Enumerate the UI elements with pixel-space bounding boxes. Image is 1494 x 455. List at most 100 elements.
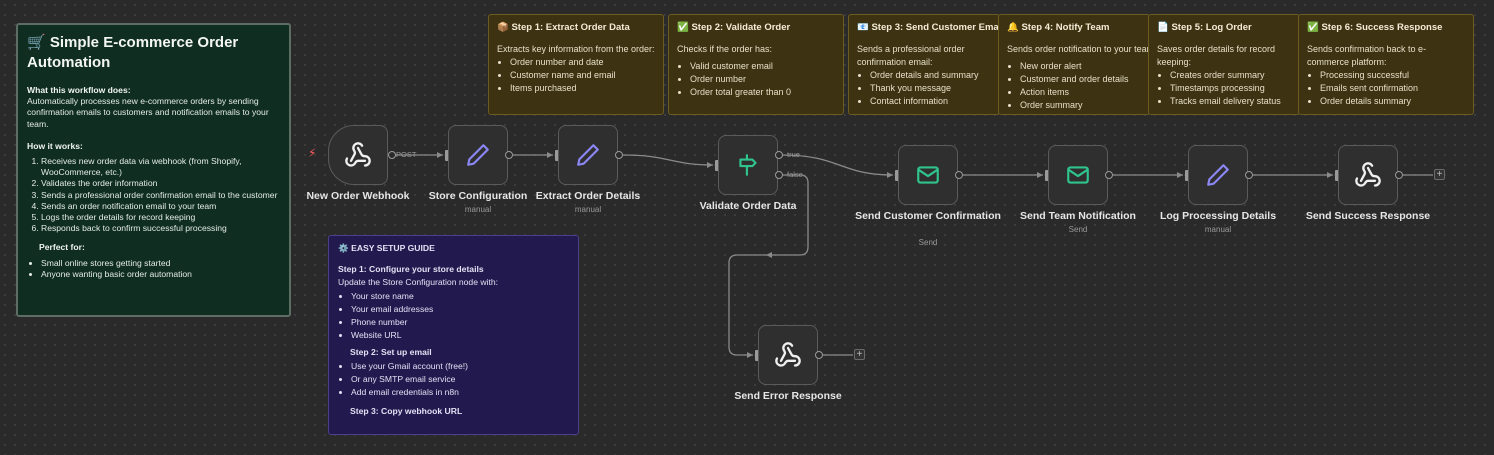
step-note-title: ✅ Step 6: Success Response	[1307, 22, 1443, 33]
envelope-icon	[1067, 166, 1089, 184]
output-handle[interactable]	[955, 171, 963, 179]
step-note-3[interactable]: 📧 Step 3: Send Customer Email Sends a pr…	[848, 14, 1000, 115]
node-send-customer-confirmation[interactable]	[898, 145, 958, 205]
how-heading: How it works:	[27, 140, 83, 151]
output-handle[interactable]	[815, 351, 823, 359]
main-description-note[interactable]: 🛒 Simple E-commerce Order Automation Wha…	[16, 23, 291, 317]
input-handle[interactable]	[445, 150, 449, 161]
add-node-plus-icon[interactable]: +	[1434, 169, 1445, 180]
step-note-1[interactable]: 📦 Step 1: Extract Order Data Extracts ke…	[488, 14, 664, 115]
list-item: Order details and summary	[870, 69, 991, 82]
list-item: Phone number	[351, 316, 569, 329]
output-handle[interactable]	[1245, 171, 1253, 179]
list-item: Thank you message	[870, 82, 991, 95]
input-handle[interactable]	[555, 150, 559, 161]
node-validate-order-data[interactable]	[718, 135, 778, 195]
setup-step2-heading: Step 2: Set up email	[350, 347, 432, 358]
node-store-configuration[interactable]	[448, 125, 508, 185]
list-item: Sends a professional order confirmation …	[41, 190, 280, 201]
list-item: Order details summary	[1320, 95, 1465, 108]
arrow-midpoint	[766, 252, 772, 258]
input-handle[interactable]	[895, 170, 899, 181]
step-note-intro: Sends a professional order confirmation …	[857, 44, 965, 67]
input-handle[interactable]	[1045, 170, 1049, 181]
step-note-intro: Saves order details for record keeping:	[1157, 44, 1276, 67]
pencil-icon	[577, 144, 599, 166]
input-handle[interactable]	[755, 350, 759, 361]
step-note-intro: Checks if the order has:	[677, 44, 773, 54]
output-handle[interactable]	[615, 151, 623, 159]
step-note-5[interactable]: 📄 Step 5: Log Order Saves order details …	[1148, 14, 1300, 115]
step-note-2[interactable]: ✅ Step 2: Validate Order Checks if the o…	[668, 14, 844, 115]
arrow-success	[1327, 172, 1333, 178]
how-steps-list: Receives new order data via webhook (fro…	[27, 156, 280, 234]
list-item: Anyone wanting basic order automation	[41, 269, 280, 280]
setup-step1-heading: Step 1: Configure your store details	[338, 264, 484, 275]
setup-guide-title: ⚙️ EASY SETUP GUIDE	[338, 243, 435, 253]
list-item: Emails sent confirmation	[1320, 82, 1465, 95]
node-sublabel: Send	[1068, 225, 1088, 234]
list-item: Creates order summary	[1170, 69, 1291, 82]
input-handle[interactable]	[715, 160, 719, 171]
step-note-title: 📦 Step 1: Extract Order Data	[497, 22, 630, 33]
trigger-bolt-icon: ⚡	[308, 146, 317, 160]
pencil-icon	[1207, 164, 1229, 186]
arrow-store	[437, 152, 443, 158]
step-note-6[interactable]: ✅ Step 6: Success Response Sends confirm…	[1298, 14, 1474, 115]
webhook-icon	[1355, 162, 1381, 187]
input-handle[interactable]	[1335, 170, 1339, 181]
list-item: Timestamps processing	[1170, 82, 1291, 95]
output-handle[interactable]	[1395, 171, 1403, 179]
list-item: Your email addresses	[351, 303, 569, 316]
wire-extract-to-validate	[622, 154, 714, 166]
node-extract-order-details[interactable]	[558, 125, 618, 185]
output-handle-true[interactable]	[775, 151, 783, 159]
node-new-order-webhook[interactable]	[328, 125, 388, 185]
step-note-4[interactable]: 🔔 Step 4: Notify Team Sends order notifi…	[998, 14, 1150, 115]
pencil-icon	[467, 144, 489, 166]
perfect-heading: Perfect for:	[39, 242, 85, 253]
node-label: Send Team Notification	[1020, 210, 1136, 222]
webhook-icon	[775, 342, 801, 367]
list-item: Order number and date	[510, 56, 655, 69]
what-text: Automatically processes new e-commerce o…	[27, 96, 269, 129]
input-handle[interactable]	[1185, 170, 1189, 181]
list-item: Validates the order information	[41, 178, 280, 189]
node-sublabel: manual	[464, 205, 492, 214]
step-note-intro: Sends order notification to your team:	[1007, 44, 1150, 54]
output-handle[interactable]	[505, 151, 513, 159]
node-label: Extract Order Details	[535, 190, 641, 202]
step-note-title: ✅ Step 2: Validate Order	[677, 22, 791, 33]
arrow-customer	[887, 172, 893, 178]
step-note-intro: Sends confirmation back to e-commerce pl…	[1307, 44, 1427, 67]
node-label: Validate Order Data	[699, 200, 797, 212]
output-handle[interactable]	[1105, 171, 1113, 179]
arrow-error	[747, 352, 753, 358]
node-send-team-notification[interactable]	[1048, 145, 1108, 205]
output-handle[interactable]	[388, 151, 396, 159]
setup-guide-note[interactable]: ⚙️ EASY SETUP GUIDE Step 1: Configure yo…	[328, 235, 579, 435]
add-node-plus-icon[interactable]: +	[854, 349, 865, 360]
signpost-icon	[739, 154, 757, 176]
step-note-title: 📄 Step 5: Log Order	[1157, 22, 1252, 33]
list-item: New order alert	[1020, 60, 1141, 73]
list-item: Or any SMTP email service	[351, 373, 569, 386]
webhook-icon	[345, 142, 371, 167]
output-handle-false[interactable]	[775, 171, 783, 179]
post-label: POST	[396, 150, 417, 159]
perfect-list: Small online stores getting started Anyo…	[27, 258, 280, 280]
main-note-title: 🛒 Simple E-commerce Order Automation	[27, 34, 239, 71]
list-item: Valid customer email	[690, 60, 835, 73]
setup-step3-heading: Step 3: Copy webhook URL	[350, 406, 463, 417]
false-label: false	[787, 170, 803, 179]
arrow-log	[1177, 172, 1183, 178]
node-send-success-response[interactable]	[1338, 145, 1398, 205]
list-item: Customer and order details	[1020, 73, 1141, 86]
node-log-processing-details[interactable]	[1188, 145, 1248, 205]
list-item: Website URL	[351, 329, 569, 342]
node-send-error-response[interactable]	[758, 325, 818, 385]
list-item: Your store name	[351, 290, 569, 303]
list-item: Sends an order notification email to you…	[41, 201, 280, 212]
what-heading: What this workflow does:	[27, 85, 131, 95]
